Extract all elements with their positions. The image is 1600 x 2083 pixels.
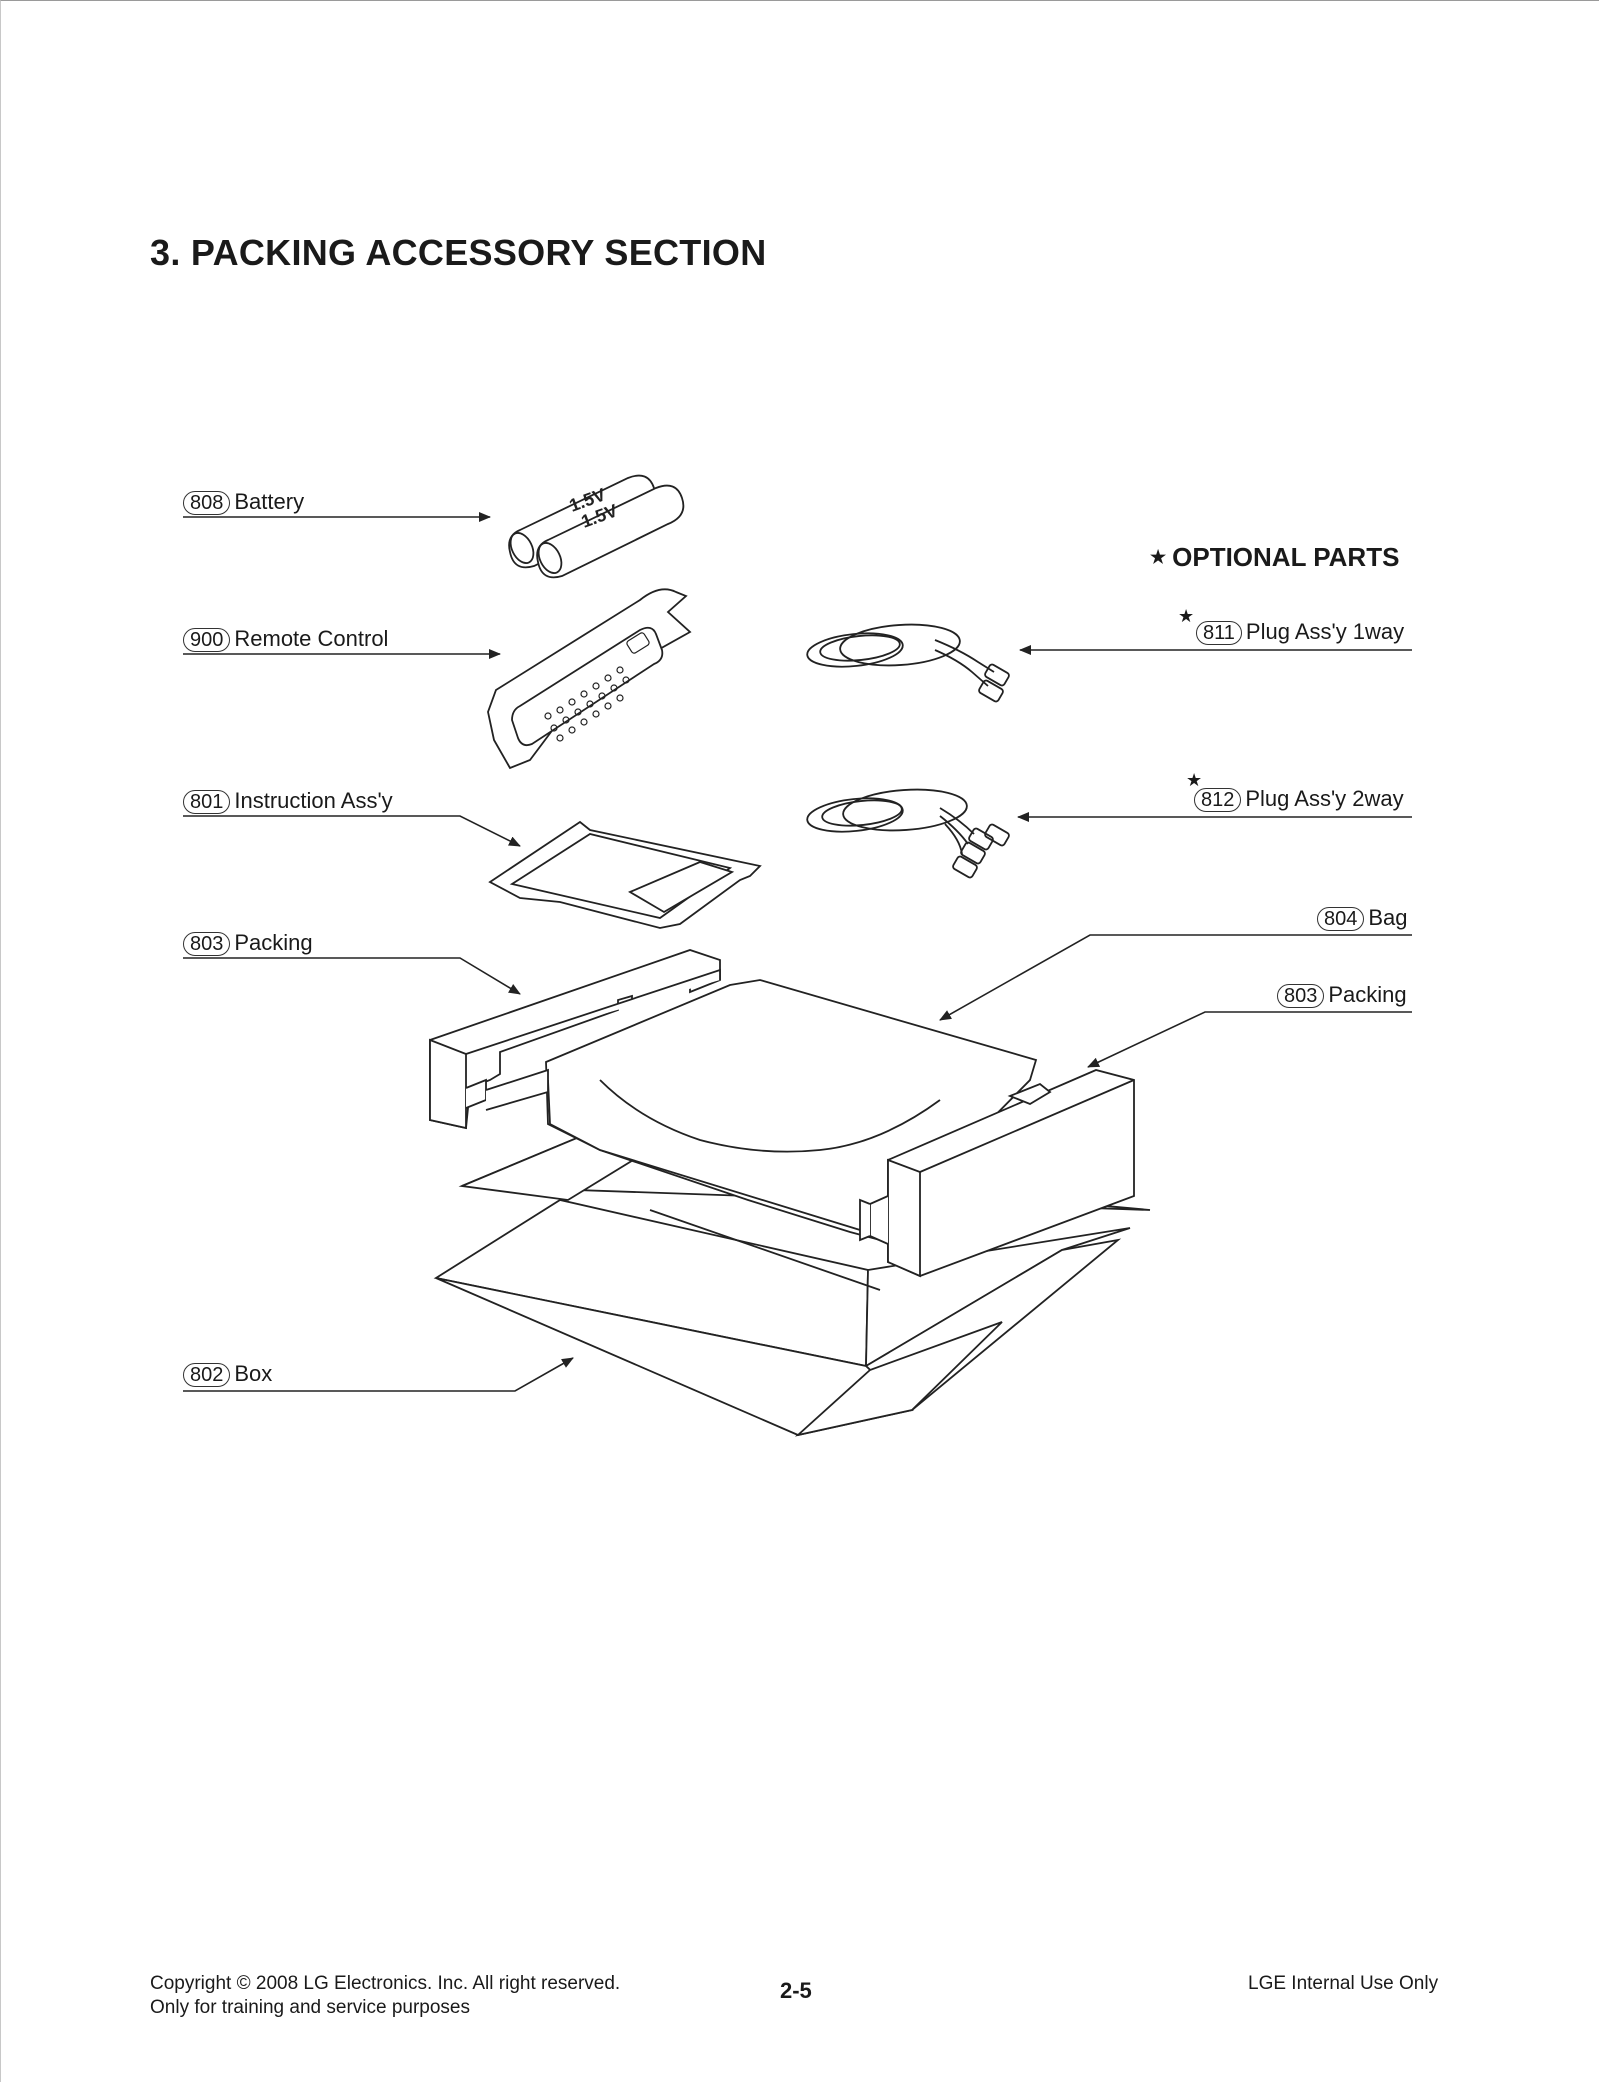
footer-internal: LGE Internal Use Only: [1248, 1973, 1439, 1994]
part-number: 808: [183, 491, 231, 515]
leader-bag: [939, 934, 1412, 1021]
part-number: 803: [183, 932, 231, 956]
part-name: Box: [234, 1361, 273, 1386]
footer-purpose: Only for training and service purposes: [150, 1997, 470, 2018]
packing-right-illustration: [859, 1069, 1135, 1278]
part-number: 802: [183, 1363, 231, 1387]
part-number: 804: [1317, 907, 1365, 931]
battery-illustration: [508, 474, 685, 579]
leader-box: [183, 1357, 574, 1392]
part-name: Packing: [234, 930, 313, 955]
part-number: 812: [1194, 788, 1242, 812]
remote-control-illustration: [487, 588, 692, 770]
part-name: Plug Ass'y 2way: [1245, 786, 1404, 811]
plug-1way-illustration: [806, 623, 1010, 703]
star-icon: ★: [1178, 606, 1195, 626]
star-icon: ★: [1186, 770, 1203, 790]
part-number: 811: [1196, 621, 1242, 645]
packing-left-illustration: [429, 949, 721, 1130]
page-title: 3. PACKING ACCESSORY SECTION: [150, 232, 767, 273]
optional-parts-label: OPTIONAL PARTS: [1172, 542, 1400, 572]
part-name: Instruction Ass'y: [234, 788, 393, 813]
leader-instruction: [183, 815, 521, 847]
footer-left: Copyright © 2008 LG Electronics. Inc. Al…: [150, 1972, 620, 2020]
plug-2way-illustration: [806, 788, 1010, 879]
page-number: 2-5: [780, 1978, 812, 2003]
part-name: Remote Control: [234, 626, 389, 651]
part-name: Bag: [1368, 905, 1408, 930]
optional-parts-heading: ★OPTIONAL PARTS: [1150, 542, 1399, 573]
part-name: Packing: [1328, 982, 1407, 1007]
part-number: 803: [1277, 984, 1325, 1008]
part-number: 900: [183, 628, 231, 652]
leader-packing-left: [183, 957, 521, 995]
instruction-manual-illustration: [488, 820, 762, 929]
part-name: Battery: [234, 489, 305, 514]
star-icon: ★: [1150, 547, 1167, 567]
part-number: 801: [183, 790, 231, 814]
footer-copyright: Copyright © 2008 LG Electronics. Inc. Al…: [150, 1973, 621, 1994]
part-name: Plug Ass'y 1way: [1245, 619, 1405, 644]
leader-packing-right: [1087, 1011, 1412, 1068]
